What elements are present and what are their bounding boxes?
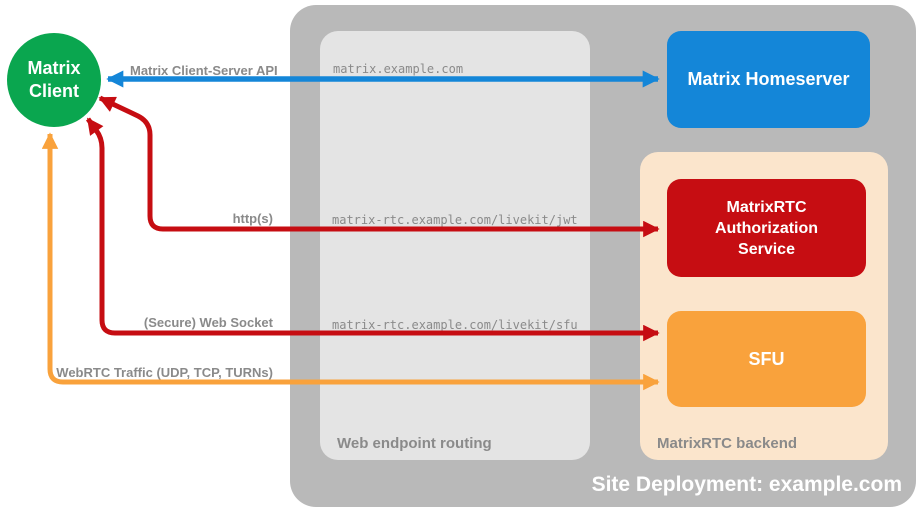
matrix-homeserver-node: Matrix Homeserver — [667, 31, 870, 128]
matrix-client-label-line2: Client — [28, 81, 79, 101]
webrtc-traffic-arrow-label: WebRTC Traffic (UDP, TCP, TURNs) — [56, 365, 273, 380]
matrixrtc-authorization-service-label: MatrixRTC Authorization Service — [714, 198, 819, 258]
site-deployment-title: Site Deployment: example.com — [591, 473, 902, 496]
matrixrtc-authorization-service-node: MatrixRTC Authorization Service — [667, 179, 866, 277]
matrix-client-node: Matrix Client — [7, 33, 101, 127]
sfu-node: SFU — [667, 311, 866, 407]
endpoint-homeserver-url: matrix.example.com — [333, 62, 464, 76]
websocket-arrow-label: (Secure) Web Socket — [143, 315, 273, 330]
sfu-label: SFU — [748, 348, 785, 369]
endpoint-jwt-url: matrix-rtc.example.com/livekit/jwt — [332, 213, 578, 227]
matrix-homeserver-label: Matrix Homeserver — [687, 69, 850, 89]
web-endpoint-routing-label: Web endpoint routing — [337, 435, 492, 452]
client-server-api-arrow-label: Matrix Client-Server API — [130, 63, 278, 78]
endpoint-sfu-url: matrix-rtc.example.com/livekit/sfu — [332, 318, 578, 332]
web-endpoint-routing-container: Web endpoint routing — [320, 31, 590, 460]
matrixrtc-backend-label: MatrixRTC backend — [657, 435, 798, 452]
http-arrow-label: http(s) — [232, 211, 273, 226]
matrix-client-label-line1: Matrix — [27, 58, 81, 78]
